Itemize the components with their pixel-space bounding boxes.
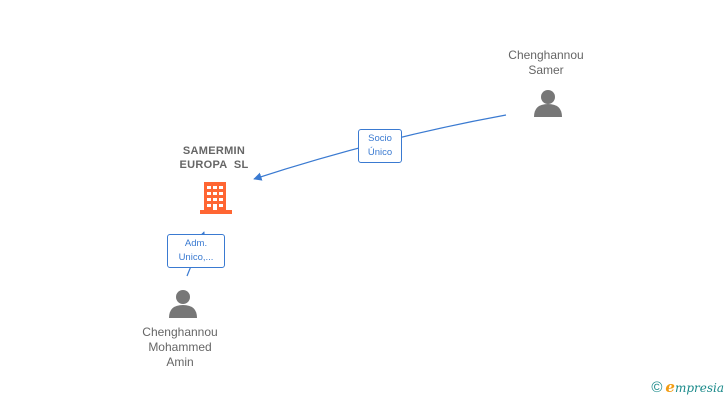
edge-label-line1: Socio [368, 133, 392, 144]
company-name-line1: SAMERMIN [182, 145, 246, 157]
person-icon[interactable] [169, 290, 197, 318]
edge-label-line2: Único [367, 147, 393, 158]
company-label[interactable]: SAMERMIN EUROPA SL [166, 144, 262, 172]
edge-label-socio-unico[interactable]: Socio Único [358, 129, 402, 163]
person-label-mohammed[interactable]: Chenghannou Mohammed Amin [124, 325, 236, 370]
person-samer-line2: Samer [528, 63, 564, 77]
building-icon[interactable] [200, 182, 232, 214]
person-label-samer[interactable]: Chenghannou Samer [490, 48, 602, 78]
edge-label-line2: Unico,... [178, 252, 214, 263]
brand-logo[interactable]: © empresia [651, 378, 724, 396]
company-name-line2: EUROPA SL [179, 159, 249, 171]
person-mohammed-line1: Chenghannou [142, 325, 218, 339]
person-samer-line1: Chenghannou [508, 48, 584, 62]
edge-label-line1: Adm. [184, 238, 208, 249]
person-mohammed-line2: Mohammed [148, 340, 212, 354]
copyright-icon: © [651, 378, 663, 396]
person-mohammed-line3: Amin [166, 355, 194, 369]
edge-label-adm-unico[interactable]: Adm. Unico,... [167, 234, 225, 268]
person-icon[interactable] [534, 90, 562, 117]
brand-wordmark: empresia [665, 378, 724, 396]
